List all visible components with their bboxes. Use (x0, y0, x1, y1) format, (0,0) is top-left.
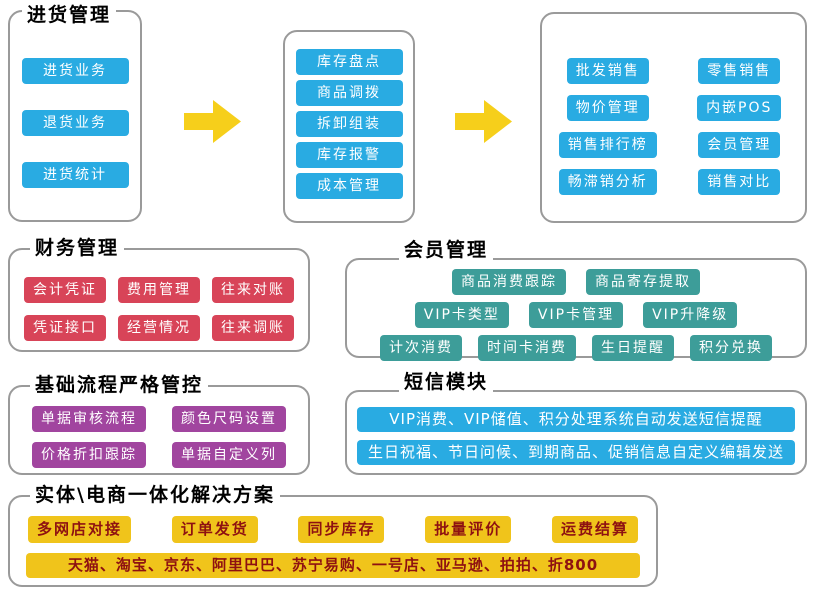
feature-chip: 内嵌POS (697, 95, 782, 121)
sms-line: 生日祝福、节日问候、到期商品、促销信息自定义编辑发送 (357, 440, 795, 465)
feature-chip: 经营情况 (118, 315, 200, 341)
flow-arrow-icon (455, 100, 512, 143)
member-panel: 会员管理 商品消费跟踪 商品寄存提取 VIP卡类型 VIP卡管理 VIP升降级 … (345, 239, 807, 361)
finance-panel-title: 财务管理 (30, 237, 125, 260)
feature-chip: 价格折扣跟踪 (32, 442, 146, 468)
feature-chip: 销售排行榜 (558, 132, 657, 158)
feature-chip: 拆卸组装 (295, 111, 403, 137)
feature-chip: 商品寄存提取 (586, 269, 700, 295)
process-panel: 基础流程严格管控 单据审核流程 颜色尺码设置 价格折扣跟踪 单据自定义列 (8, 374, 310, 475)
feature-chip: VIP卡类型 (414, 302, 509, 328)
feature-chip: 计次消费 (380, 335, 462, 361)
feature-chip: 批发销售 (566, 58, 649, 84)
process-panel-title: 基础流程严格管控 (30, 374, 209, 397)
flow-arrow-icon (184, 100, 241, 143)
feature-chip: 会员管理 (698, 132, 781, 158)
feature-chip: 订单发货 (171, 516, 258, 543)
feature-chip: 成本管理 (295, 173, 403, 199)
feature-chip: 销售对比 (698, 169, 781, 195)
feature-chip: 库存盘点 (295, 49, 403, 75)
platforms-bar: 天猫、淘宝、京东、阿里巴巴、苏宁易购、一号店、亚马逊、拍拍、折800 (26, 553, 640, 578)
feature-chip: 单据审核流程 (32, 406, 146, 432)
feature-chip: 多网店对接 (28, 516, 132, 543)
feature-chip: 库存报警 (295, 142, 403, 168)
purchase-panel: 进货管理 进货业务 退货业务 进货统计 (8, 4, 142, 222)
purchase-panel-title: 进货管理 (22, 4, 117, 27)
sales-panel: 批发销售 零售销售 物价管理 内嵌POS 销售排行榜 会员管理 畅滞销分析 销售… (540, 12, 807, 223)
feature-chip: 往来对账 (212, 277, 294, 303)
feature-chip: 退货业务 (21, 110, 129, 136)
feature-chip: VIP升降级 (643, 302, 738, 328)
feature-chip: 费用管理 (118, 277, 200, 303)
feature-chip: 积分兑换 (690, 335, 772, 361)
feature-chip: 零售销售 (698, 58, 781, 84)
feature-chip: 会计凭证 (24, 277, 106, 303)
feature-chip: 同步库存 (298, 516, 385, 543)
feature-chip: 往来调账 (212, 315, 294, 341)
inventory-panel: 库存盘点 商品调拨 拆卸组装 库存报警 成本管理 (283, 30, 415, 223)
sms-panel-title: 短信模块 (399, 371, 494, 394)
feature-chip: 物价管理 (566, 95, 649, 121)
feature-chip: 畅滞销分析 (558, 169, 657, 195)
feature-chip: 批量评价 (425, 516, 512, 543)
feature-chip: 单据自定义列 (172, 442, 286, 468)
finance-panel: 财务管理 会计凭证 费用管理 往来对账 凭证接口 经营情况 往来调账 (8, 237, 310, 352)
feature-chip: 生日提醒 (592, 335, 674, 361)
feature-chip: 商品调拨 (295, 80, 403, 106)
feature-chip: 商品消费跟踪 (452, 269, 566, 295)
ecommerce-panel-title: 实体\电商一体化解决方案 (30, 484, 280, 507)
member-panel-title: 会员管理 (399, 239, 494, 262)
ecommerce-panel: 实体\电商一体化解决方案 多网店对接 订单发货 同步库存 批量评价 运费结算 天… (8, 484, 658, 587)
feature-chip: 进货统计 (21, 162, 129, 188)
sms-line: VIP消费、VIP储值、积分处理系统自动发送短信提醒 (357, 407, 795, 432)
feature-chip: 时间卡消费 (478, 335, 576, 361)
feature-chip: 颜色尺码设置 (172, 406, 286, 432)
feature-chip: VIP卡管理 (528, 302, 624, 328)
feature-chip: 凭证接口 (24, 315, 106, 341)
sms-panel: 短信模块 VIP消费、VIP储值、积分处理系统自动发送短信提醒 生日祝福、节日问… (345, 371, 807, 475)
feature-chip: 运费结算 (551, 516, 638, 543)
feature-chip: 进货业务 (21, 58, 129, 84)
